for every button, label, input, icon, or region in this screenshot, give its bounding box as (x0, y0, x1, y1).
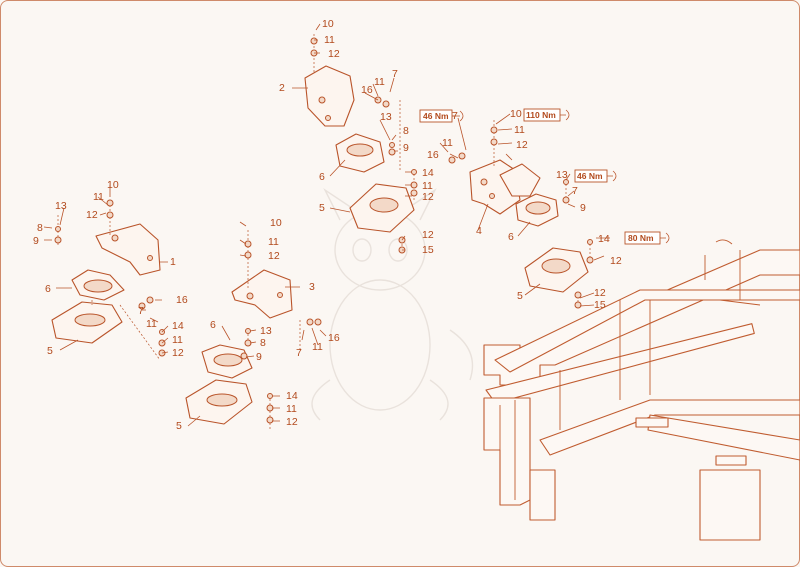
callout: 11 (442, 137, 453, 149)
callouts-center-left: 10 11 12 3 13 8 6 9 7 11 16 14 11 5 12 (176, 217, 340, 432)
callout: 7 (452, 110, 458, 122)
callout: 16 (427, 149, 439, 161)
callout: 5 (176, 420, 182, 432)
torque-label: 46 Nm (423, 111, 449, 121)
torque-tag-46nm-right: 46 Nm (574, 169, 617, 183)
chassis-frame (483, 239, 800, 541)
callout: 9 (403, 142, 409, 154)
callout: 16 (328, 332, 340, 344)
center-left-mount-assembly (185, 230, 322, 430)
callout: 6 (508, 231, 514, 243)
callout: 3 (309, 281, 315, 293)
callout: 12 (268, 250, 280, 262)
callout: 1 (170, 256, 176, 268)
callout: 12 (594, 287, 606, 299)
callout: 11 (312, 341, 323, 353)
callout: 11 (324, 34, 335, 46)
callout: 11 (374, 76, 385, 88)
callout: 12 (328, 48, 340, 60)
callout: 16 (176, 294, 188, 306)
callout: 7 (296, 347, 302, 359)
top-center-mount-assembly (304, 34, 418, 254)
callout: 5 (517, 290, 523, 302)
callout: 13 (260, 325, 272, 337)
callout: 15 (594, 299, 606, 311)
callout: 13 (55, 200, 67, 212)
callout: 5 (47, 345, 53, 357)
callout: 11 (514, 124, 525, 136)
left-mount-assembly (51, 199, 166, 361)
callout: 6 (210, 319, 216, 331)
callout: 5 (319, 202, 325, 214)
callout: 11 (172, 334, 183, 346)
callout: 12 (86, 209, 98, 221)
callout: 11 (146, 318, 157, 330)
callout: 10 (510, 108, 522, 120)
callout: 9 (33, 235, 39, 247)
torque-label: 110 Nm (526, 110, 556, 120)
callout: 16 (361, 84, 373, 96)
callout: 12 (286, 416, 298, 428)
callout: 12 (610, 255, 622, 267)
callout: 10 (107, 179, 119, 191)
callout: 7 (572, 185, 578, 197)
callout: 2 (279, 82, 285, 94)
callout: 4 (476, 225, 482, 237)
callout: 12 (422, 191, 434, 203)
right-mount-assembly (448, 120, 594, 309)
callout: 7 (138, 305, 144, 317)
callout: 11 (422, 180, 433, 192)
callouts-left: 13 10 11 12 8 9 1 6 16 7 11 14 11 5 12 (33, 179, 188, 359)
callout: 9 (580, 202, 586, 214)
callout: 13 (556, 169, 568, 181)
torque-tag-80nm: 80 Nm (624, 231, 670, 245)
callout: 8 (260, 337, 266, 349)
callout: 11 (93, 191, 104, 203)
callout: 11 (268, 236, 279, 248)
torque-label: 80 Nm (628, 233, 654, 243)
callout: 9 (256, 351, 262, 363)
callout: 8 (403, 125, 409, 137)
callout: 8 (37, 222, 43, 234)
callout: 7 (392, 68, 398, 80)
callouts-top-center: 10 11 12 2 11 7 16 13 8 9 6 14 11 12 5 1… (279, 18, 434, 256)
callout: 13 (380, 111, 392, 123)
torque-tag-110nm: 110 Nm (523, 108, 570, 122)
callout: 15 (422, 244, 434, 256)
callout: 14 (598, 233, 610, 245)
torque-tag-46nm-top: 46 Nm (419, 109, 464, 123)
callout: 12 (172, 347, 184, 359)
callout: 6 (45, 283, 51, 295)
callout: 12 (516, 139, 528, 151)
callout: 11 (286, 403, 297, 415)
callout: 6 (319, 171, 325, 183)
leader-lines (43, 23, 610, 427)
callout: 12 (422, 229, 434, 241)
callout: 14 (286, 390, 298, 402)
callouts-right: 10 11 12 11 16 13 7 9 4 6 14 12 5 12 15 … (427, 108, 622, 311)
callout: 14 (422, 167, 434, 179)
torque-tags: 46 Nm 110 Nm 46 Nm 80 Nm (419, 108, 670, 245)
torque-label: 46 Nm (577, 171, 603, 181)
callout: 14 (172, 320, 184, 332)
callout: 10 (322, 18, 334, 30)
callout: 10 (270, 217, 282, 229)
